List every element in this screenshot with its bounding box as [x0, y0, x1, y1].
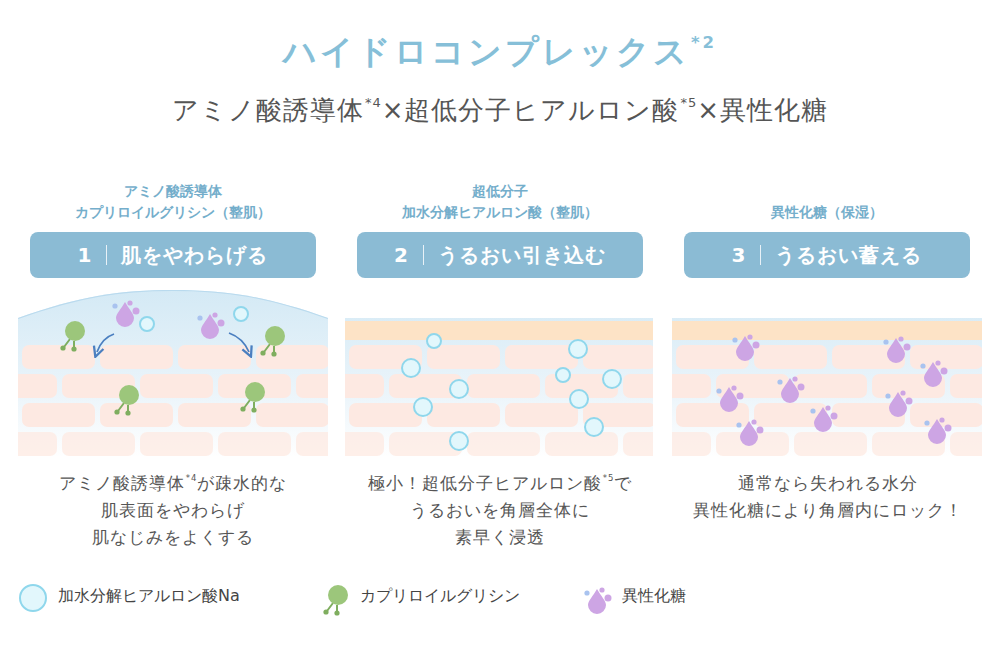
step-box: 異性化糖（保湿）3うるおい蓄える — [684, 232, 970, 278]
divider — [423, 245, 424, 265]
legend-label: 異性化糖 — [622, 586, 686, 607]
ingredient-heading: 異性化糖（保湿） — [664, 202, 990, 222]
title: ハイドロコンプレックス*2 — [0, 30, 1000, 75]
step-label: 肌をやわらげる — [121, 242, 268, 269]
ingredient-heading: アミノ酸誘導体 カプリロイルグリシン（整肌） — [10, 181, 336, 222]
description: アミノ酸誘導体*4が疎水的な 肌表面をやわらげ 肌なじみをよくする — [59, 470, 288, 552]
ingredient-heading: 超低分子 加水分解ヒアルロン酸（整肌） — [337, 181, 663, 222]
step-label: うるおい蓄える — [775, 242, 922, 269]
step-box: アミノ酸誘導体 カプリロイルグリシン（整肌）1肌をやわらげる — [30, 232, 316, 278]
step-box: 超低分子 加水分解ヒアルロン酸（整肌）2うるおい引き込む — [357, 232, 643, 278]
subtitle: アミノ酸誘導体*4×超低分子ヒアルロン酸*5×異性化糖 — [172, 94, 828, 128]
step-number: 1 — [78, 243, 93, 267]
divider — [106, 245, 107, 265]
description: 極小！超低分子ヒアルロン酸*5で うるおいを角層全体に 素早く浸透 — [368, 470, 633, 552]
legend-label: 加水分解ヒアルロン酸Na — [58, 586, 240, 607]
divider — [760, 245, 761, 265]
legend-label: カプリロイルグリシン — [360, 586, 520, 607]
step-number: 2 — [394, 243, 409, 267]
description: 通常なら失われる水分 異性化糖により角層内にロック！ — [693, 470, 963, 524]
step-number: 3 — [732, 243, 747, 267]
step-label: うるおい引き込む — [438, 242, 606, 269]
